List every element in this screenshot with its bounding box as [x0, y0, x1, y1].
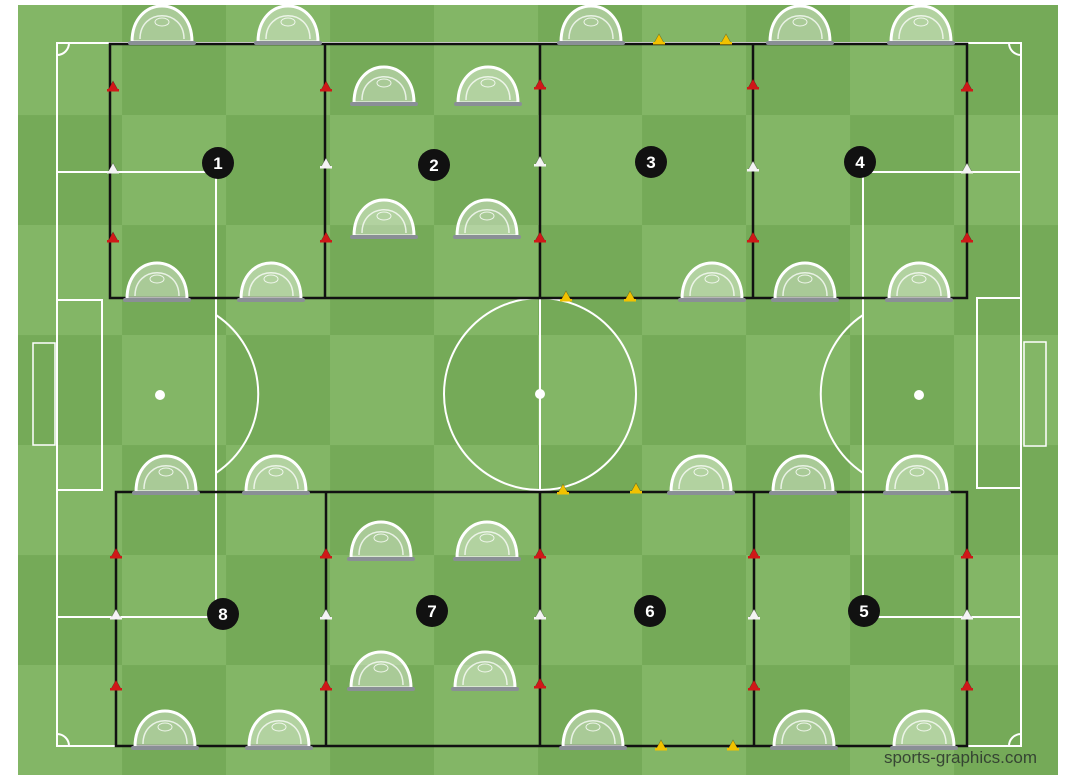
grass-stripe	[954, 445, 1059, 556]
grass-stripe	[746, 555, 851, 666]
zone-number-label: 3	[646, 153, 655, 172]
credit-text: sports-graphics.com	[884, 748, 1037, 768]
zone-number-marker: 2	[418, 149, 450, 181]
grass-stripe	[330, 335, 435, 446]
grass-stripe	[954, 555, 1059, 666]
grass-stripe	[642, 335, 747, 446]
zone-number-label: 7	[427, 602, 436, 621]
zone-number-label: 1	[213, 154, 222, 173]
grass-stripe	[642, 665, 747, 776]
zone-number-marker: 7	[416, 595, 448, 627]
grass-stripe	[18, 115, 123, 226]
zone-number-marker: 4	[844, 146, 876, 178]
grass-stripe	[642, 5, 747, 116]
zone-number-marker: 8	[207, 598, 239, 630]
grass-stripe	[850, 335, 955, 446]
grass-stripe	[18, 5, 123, 116]
zone-number-label: 8	[218, 605, 227, 624]
grass-stripe	[330, 225, 435, 336]
right-penalty-spot	[915, 391, 923, 399]
grass-stripe	[538, 555, 643, 666]
zone-number-label: 5	[859, 602, 868, 621]
grass-stripe	[18, 225, 123, 336]
zone-number-label: 6	[645, 602, 654, 621]
grass-stripe	[18, 555, 123, 666]
zone-number-label: 2	[429, 156, 438, 175]
grass-stripe	[954, 5, 1059, 116]
grass-stripe	[746, 115, 851, 226]
grass-stripe	[18, 445, 123, 556]
grass-stripe	[434, 225, 539, 336]
grass-stripe	[226, 115, 331, 226]
zone-number-marker: 3	[635, 146, 667, 178]
grass-stripe	[538, 445, 643, 556]
grass-stripe	[954, 335, 1059, 446]
grass-stripe	[226, 335, 331, 446]
zone-number-marker: 6	[634, 595, 666, 627]
grass-stripe	[538, 115, 643, 226]
grass-stripe	[122, 335, 227, 446]
grass-stripe	[746, 335, 851, 446]
grass-stripe	[18, 665, 123, 776]
zone-number-label: 4	[855, 153, 865, 172]
center-spot	[536, 390, 544, 398]
grass-stripe	[226, 555, 331, 666]
grass-stripe	[434, 555, 539, 666]
grass-stripe	[538, 225, 643, 336]
zone-number-marker: 5	[848, 595, 880, 627]
zone-number-marker: 1	[202, 147, 234, 179]
left-penalty-spot	[156, 391, 164, 399]
